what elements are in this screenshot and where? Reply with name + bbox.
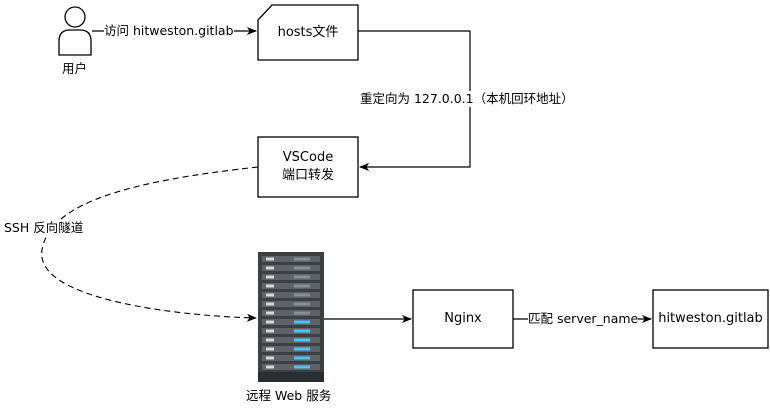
server-label: 远程 Web 服务 [246, 388, 332, 403]
rack-slot [262, 310, 320, 316]
edge-ssh-tunnel [41, 166, 259, 322]
rack-led [266, 320, 274, 324]
rack-slot [262, 346, 320, 352]
server-rack-icon [258, 252, 324, 382]
rack-indicator [294, 284, 310, 288]
hosts-file-label: hosts文件 [277, 24, 339, 40]
rack-led [266, 257, 274, 261]
target-label: hitweston.gitlab [658, 311, 763, 326]
vscode-label-line1: VSCode [282, 150, 334, 165]
rack-slot [262, 355, 320, 361]
rack-slot [262, 337, 320, 343]
rack-led [266, 311, 274, 315]
rack-indicator [294, 356, 310, 360]
rack-slot [262, 256, 320, 262]
rack-indicator [294, 293, 310, 297]
edge-redirect-label: 重定向为 127.0.0.1（本机回环地址） [360, 91, 574, 107]
user-label: 用户 [62, 61, 88, 76]
rack-slot [262, 265, 320, 271]
rack-led [266, 347, 274, 351]
rack-led [266, 365, 274, 369]
rack-led [266, 293, 274, 297]
target-box [652, 289, 769, 349]
rack-led [266, 329, 274, 333]
edge-ssh-label: SSH 反向隧道 [4, 220, 84, 236]
rack-indicator [294, 338, 310, 342]
rack-led [266, 338, 274, 342]
nginx-box [412, 289, 514, 349]
rack-led [266, 284, 274, 288]
rack-indicator [294, 302, 310, 306]
rack-indicator [294, 365, 310, 369]
vscode-box [257, 136, 359, 198]
rack-led [266, 275, 274, 279]
user-icon [58, 6, 92, 56]
rack-slot [262, 319, 320, 325]
vscode-label: VSCode 端口转发 [258, 137, 358, 197]
rack-led [266, 356, 274, 360]
vscode-label-line2: 端口转发 [281, 168, 334, 183]
rack-indicator [294, 311, 310, 315]
rack-indicator [294, 266, 310, 270]
rack-slot [262, 274, 320, 280]
rack-slot [262, 328, 320, 334]
edge-visit-label: 访问 hitweston.gitlab [104, 23, 234, 39]
rack-led [266, 302, 274, 306]
rack-indicator [294, 275, 310, 279]
edge-match-label: 匹配 server_name [528, 311, 639, 327]
rack-slot [262, 283, 320, 289]
rack-indicator [294, 257, 310, 261]
hosts-file-shape [257, 4, 359, 61]
rack-indicator [294, 329, 310, 333]
rack-indicator [294, 347, 310, 351]
nginx-label: Nginx [444, 311, 482, 326]
rack-slot [262, 301, 320, 307]
rack-slot [262, 292, 320, 298]
rack-indicator [294, 320, 310, 324]
rack-led [266, 266, 274, 270]
rack-slot [262, 364, 320, 370]
